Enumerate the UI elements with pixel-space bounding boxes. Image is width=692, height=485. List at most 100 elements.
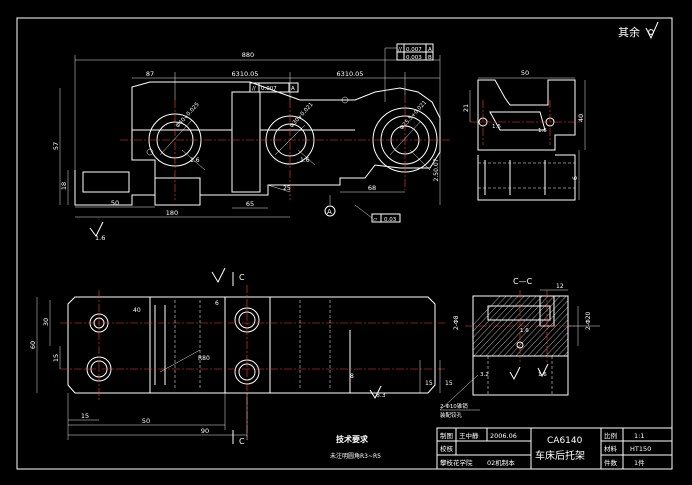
hatch-line [547,296,568,356]
tb-material-value: HT150 [630,445,651,453]
dim-overall: 880 [242,51,254,59]
dim-87: 87 [146,70,154,78]
top-note-radius: R80 [198,355,210,362]
svg-text:15: 15 [52,354,60,362]
top-view-dimensions: 30 60 15 15 50 90 40 6 15 15 8 6.3 R80 [29,297,453,440]
svg-text://: // [252,86,256,92]
svg-text:2-Φ20: 2-Φ20 [585,311,592,330]
tb-class: 02机制本 [487,458,515,467]
title-block: 制图 王中静 2006.06 校核 攀枝花学院 02机制本 CA6140 车床后… [436,427,673,470]
dim-2.5: 2.50.07 [433,158,440,181]
section-view: C—C [465,277,678,396]
tb-draw-date: 2006.06 [490,432,517,440]
svg-text:15: 15 [425,380,433,387]
svg-text:6.3: 6.3 [376,392,386,399]
svg-text:▱: ▱ [373,217,378,223]
svg-text:12: 12 [556,283,564,290]
tb-school: 攀枝花学院 [440,458,473,467]
svg-text:1.6: 1.6 [492,124,501,130]
hatch-line [553,296,568,356]
svg-text:15: 15 [445,380,453,387]
rough-bore-2: 1.6 [300,157,310,164]
hatch-line [473,296,535,356]
roughness-note: 其余 [618,25,640,39]
svg-text:60: 60 [29,341,37,349]
hatch-line [473,296,511,356]
gdt-frame-middle: // 0.007 A [249,82,299,93]
svg-text:0.007: 0.007 [261,86,277,92]
tb-scale-label: 比例 [604,431,617,440]
dim-180: 180 [166,209,178,217]
svg-text:B: B [428,55,432,61]
tb-qty-label: 件数 [604,458,618,467]
svg-text:Φ30+0.021: Φ30+0.021 [289,102,315,130]
side-view-dimensions: 50 21 40 6 1.6 1.6 [462,69,586,200]
tb-draw-label: 制图 [440,431,453,440]
svg-text:21: 21 [462,104,470,112]
dim-63a: 6310.05 [232,70,259,78]
svg-text:A: A [327,208,332,216]
dim-63b: 6310.05 [337,70,364,78]
svg-text:2-Φ8: 2-Φ8 [453,315,460,330]
svg-text:Φ40+0.025: Φ40+0.025 [175,101,201,129]
dim-68: 68 [368,184,376,192]
dim-65: 65 [246,200,254,208]
dim-18: 18 [60,182,68,190]
section-mark-top: C [239,273,245,282]
gdt-frame-top: // 0.007 A 0.003 B [384,43,434,102]
svg-text:0.03: 0.03 [384,217,397,223]
flatness-frame: ▱ 0.03 [354,204,401,223]
hatch-line [596,292,660,360]
section-note-2: 装配铰孔 [440,411,463,419]
hatch-line [602,292,666,360]
svg-text:3.2: 3.2 [480,372,489,378]
technical-requirements: 技术要求 未注明圆角R3~R5 [330,434,381,460]
top-view: C C [60,267,445,446]
hatch-line [608,292,672,360]
tb-part-name: 车床后托架 [535,449,585,462]
svg-text:0.007: 0.007 [406,47,422,53]
svg-text:1.6: 1.6 [520,328,529,334]
front-view [74,81,450,206]
svg-text:1.6: 1.6 [538,128,547,134]
drawing-frame [16,17,673,470]
tb-scale-value: 1:1 [634,432,644,440]
section-mark-bottom: C [239,437,245,446]
section-title: C—C [513,277,533,286]
svg-text:6: 6 [571,176,579,180]
roughness-top-icon [211,267,226,284]
roughness-base-icon [89,221,104,237]
tb-check-label: 校核 [440,444,454,453]
svg-text:15: 15 [81,412,89,420]
svg-text:90: 90 [201,427,209,435]
svg-text:40: 40 [133,307,141,314]
rough-base: 1.6 [95,234,105,242]
svg-text:50: 50 [142,417,150,425]
svg-text:40: 40 [577,114,585,122]
roughness-symbol-icon [645,21,659,40]
svg-text:8: 8 [350,373,354,380]
tb-material-label: 材料 [604,444,618,453]
dim-50: 50 [111,199,119,207]
tb-draw-name: 王中静 [459,431,479,440]
datum-a: A [324,195,336,217]
dim-25: 25 [283,185,291,192]
hatch-line [473,296,505,356]
hatch-line [541,296,568,356]
svg-text:6: 6 [215,300,219,307]
svg-text://: // [398,47,402,53]
dim-57: 57 [52,142,60,150]
tech-line-1: 未注明圆角R3~R5 [330,452,381,460]
section-view-dimensions: 12 2-Φ8 2-Φ20 1.6 3.2 1.6 2-Φ10锥销 装配铰孔 [439,283,600,419]
svg-text:30: 30 [42,318,50,326]
svg-text:A: A [291,86,295,92]
svg-text:0.003: 0.003 [406,55,422,61]
hatch-line [529,296,568,356]
tb-part-code: CA6140 [547,436,583,446]
rough-bore-1: 1.6 [190,157,200,164]
hatch-line [614,292,678,360]
tb-qty-value: 1件 [634,458,645,467]
svg-text:50: 50 [521,69,529,77]
side-view [470,79,582,201]
